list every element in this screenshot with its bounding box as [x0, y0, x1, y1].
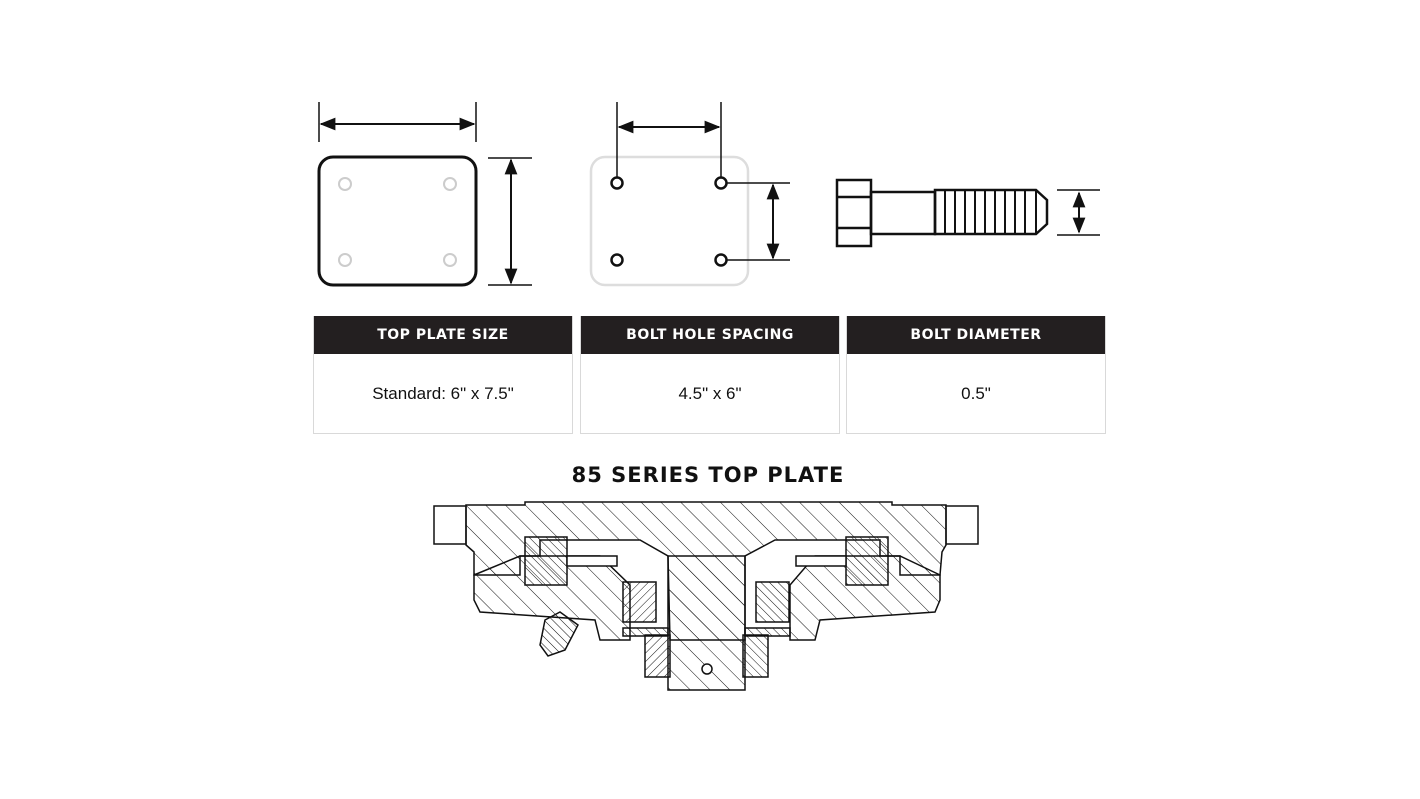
column-value: Standard: 6" x 7.5" — [372, 384, 514, 403]
table-column-bolt-hole-spacing: BOLT HOLE SPACING 4.5" x 6" — [580, 316, 840, 434]
column-value: 4.5" x 6" — [678, 384, 742, 403]
bolt-drawing — [835, 178, 1100, 248]
column-value: 0.5" — [961, 384, 991, 403]
column-header: BOLT DIAMETER — [847, 316, 1105, 354]
table-column-top-plate-size: TOP PLATE SIZE Standard: 6" x 7.5" — [313, 316, 573, 434]
table-column-bolt-diameter: BOLT DIAMETER 0.5" — [846, 316, 1106, 434]
column-header: TOP PLATE SIZE — [314, 316, 572, 354]
bolt-hole-spacing-drawing — [589, 102, 790, 287]
top-plate-size-drawing — [317, 102, 532, 287]
top-plate-cross-section — [433, 501, 979, 691]
column-header: BOLT HOLE SPACING — [581, 316, 839, 354]
section-title: 85 SERIES TOP PLATE — [571, 463, 845, 487]
